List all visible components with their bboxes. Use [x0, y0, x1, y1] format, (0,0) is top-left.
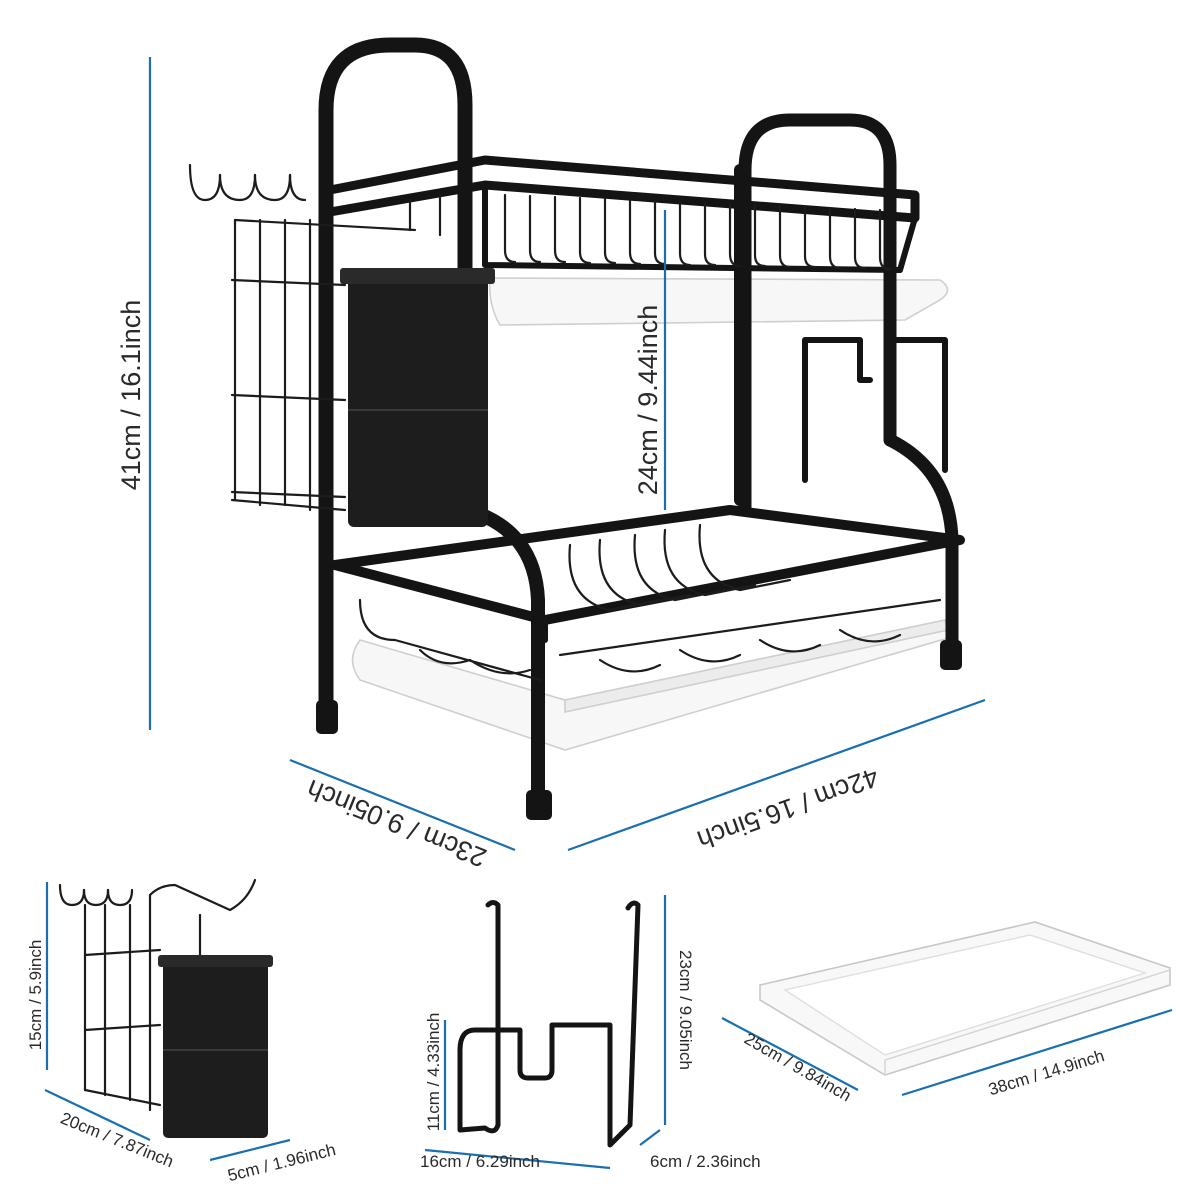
board-hook-height-label: 23cm / 9.05inch — [676, 950, 695, 1070]
drip-tray-detail — [759, 921, 1171, 1076]
cutlery-cup — [348, 272, 488, 527]
top-shelf-frame — [325, 155, 920, 223]
board-holder-on-rack — [802, 337, 948, 483]
cutlery-cup-rim — [340, 268, 495, 284]
width-dim-line — [567, 698, 986, 852]
board-width-dim-line — [424, 1148, 611, 1170]
main-depth-label: 23cm / 9.05inch — [303, 774, 491, 873]
top-drip-tray — [488, 277, 949, 326]
foot-front-left — [316, 700, 338, 734]
utensil-cup — [163, 958, 268, 1138]
main-width-label: 42cm / 16.5inch — [693, 762, 882, 855]
back-right-frame — [738, 113, 959, 667]
board-depth-dim-line — [639, 1129, 661, 1146]
top-shelf-wires — [408, 193, 892, 271]
bottom-drip-tray-lip — [564, 619, 950, 713]
tray-width-dim-line — [901, 1008, 1173, 1097]
utensil-depth-label: 5cm / 1.96inch — [226, 1140, 338, 1185]
tray-width-label: 38cm / 14.9inch — [986, 1046, 1106, 1099]
utensil-depth-dim-line — [209, 1138, 291, 1162]
front-lower-arch — [461, 503, 545, 817]
front-left-handle — [318, 37, 473, 728]
board-width-label: 16cm / 6.29inch — [420, 1152, 540, 1171]
utensil-holder-detail — [58, 878, 273, 1138]
utensil-height-label: 15cm / 5.9inch — [26, 940, 45, 1051]
utensil-width-dim-line — [44, 1089, 151, 1141]
board-depth-label: 6cm / 2.36inch — [650, 1152, 761, 1171]
side-utensil-basket — [188, 163, 417, 512]
foot-front-right — [526, 790, 552, 820]
bottom-shelf-wires — [358, 523, 942, 682]
tier-gap-label: 24cm / 9.44inch — [633, 305, 663, 496]
board-height-label: 11cm / 4.33inch — [424, 1013, 443, 1132]
top-shelf-front-rail — [482, 187, 918, 273]
utensil-width-label: 20cm / 7.87inch — [58, 1109, 176, 1172]
main-height-label: 41cm / 16.1inch — [116, 300, 146, 491]
tray-depth-dim-line — [721, 1017, 859, 1091]
depth-dim-line — [289, 758, 516, 852]
dish-rack-main — [188, 37, 965, 820]
board-holder-detail — [457, 900, 641, 1148]
foot-back-right — [940, 640, 962, 670]
bottom-shelf-frame — [330, 505, 965, 625]
